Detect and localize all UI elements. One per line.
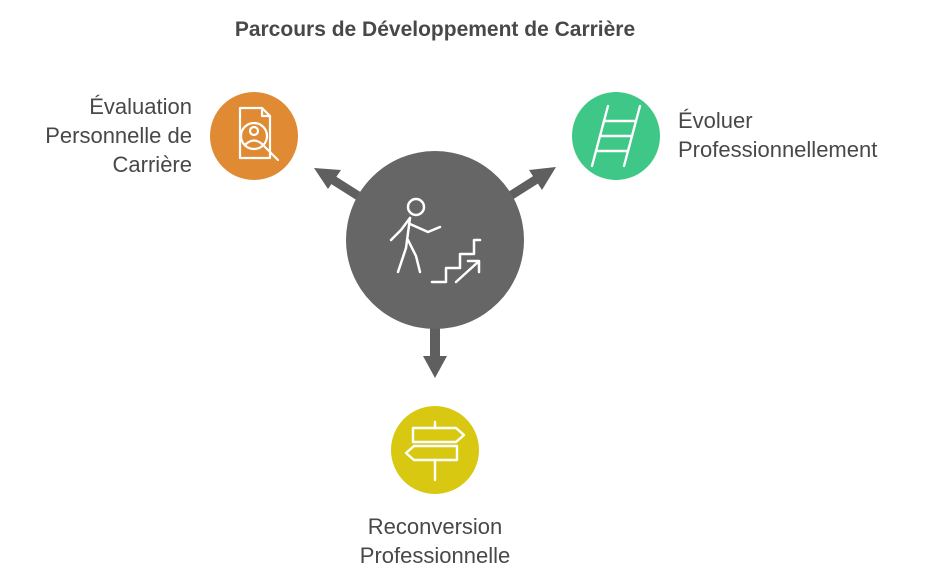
label-evaluation-line-2: Personnelle de <box>45 123 192 148</box>
signpost-icon <box>404 420 466 482</box>
node-reconversion <box>391 406 479 494</box>
ladder-icon <box>590 104 642 168</box>
label-reconversion-line-2: Professionnelle <box>359 543 511 568</box>
center-node <box>346 151 524 329</box>
label-evoluer-line-1: Évoluer <box>678 108 753 133</box>
label-reconversion-line-1: Reconversion <box>367 514 503 539</box>
label-evaluation-line-1: Évaluation <box>89 94 192 119</box>
label-evoluer-line-2: Professionnellement <box>678 137 878 162</box>
arrow-to-right <box>507 167 556 200</box>
document-search-person-icon <box>238 106 280 162</box>
arrow-to-left <box>314 168 363 201</box>
arrow-to-bottom <box>423 328 447 378</box>
label-evaluation-line-3: Carrière <box>112 152 192 177</box>
node-evoluer <box>572 92 660 180</box>
label-evoluer: Évoluer Professionnellement <box>678 106 928 164</box>
label-evaluation: Évaluation Personnelle de Carrière <box>0 92 192 179</box>
label-reconversion: Reconversion Professionnelle <box>285 512 585 570</box>
node-evaluation <box>210 92 298 180</box>
diagram-title: Parcours de Développement de Carrière <box>234 18 636 41</box>
person-climbing-stairs-icon <box>389 197 482 284</box>
